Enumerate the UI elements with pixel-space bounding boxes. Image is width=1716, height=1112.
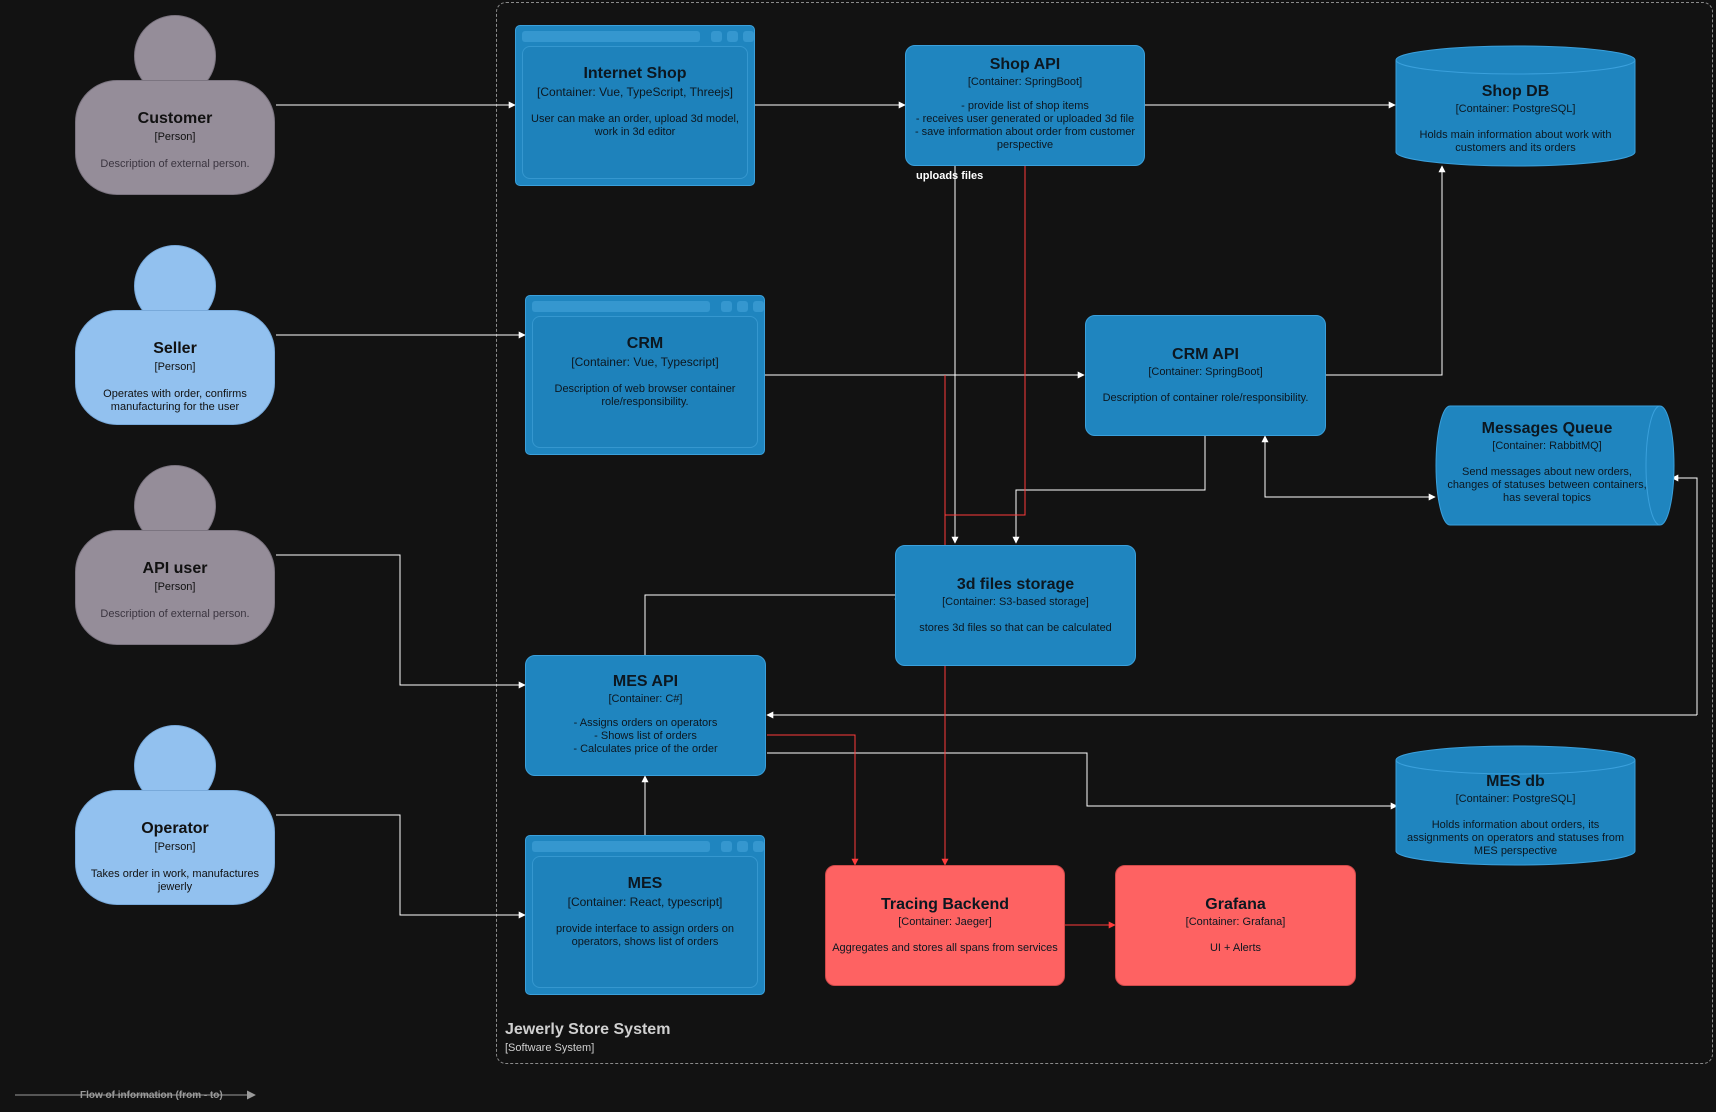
person-name: Operator [141, 820, 209, 837]
person-description: Description of external person. [100, 158, 250, 170]
person-name: API user [142, 560, 208, 577]
container-description: stores 3d files so that can be calculate… [919, 622, 1112, 634]
container-description: Aggregates and stores all spans from ser… [832, 942, 1058, 954]
container-name: Messages Queue [1481, 420, 1613, 437]
person-customer[interactable]: Customer [Person] Description of externa… [75, 15, 275, 195]
container-type: [Container: React, typescript] [567, 895, 723, 909]
container-crm[interactable]: CRM [Container: Vue, Typescript] Descrip… [525, 295, 765, 455]
container-type: [Container: C#] [608, 693, 683, 705]
edge-crm-api-files-storage [1012, 436, 1206, 544]
container-name: Tracing Backend [880, 896, 1010, 913]
container-mes[interactable]: MES [Container: React, typescript] provi… [525, 835, 765, 995]
person-name: Customer [137, 110, 213, 127]
queue-icon [1435, 405, 1675, 526]
container-description: Holds information about orders, its assi… [1406, 819, 1625, 857]
container-internet-shop[interactable]: Internet Shop [Container: Vue, TypeScrip… [515, 25, 755, 186]
container-crm-api[interactable]: CRM API [Container: SpringBoot] Descript… [1085, 315, 1326, 436]
trace-edge-shop-api [945, 166, 1026, 516]
person-name: Seller [153, 340, 197, 357]
container-description: Holds main information about work with c… [1419, 129, 1612, 154]
container-mes-api[interactable]: MES API [Container: C#] - Assigns orders… [525, 655, 766, 776]
container-name: 3d files storage [956, 576, 1075, 593]
person-description: Takes order in work, manufactures jewerl… [90, 868, 260, 893]
container-description: Description of web browser container rol… [554, 383, 736, 408]
edge-crm-api-shop-db [1326, 165, 1446, 376]
container-description: UI + Alerts [1209, 942, 1262, 954]
system-boundary-name: Jewerly Store System [505, 1021, 671, 1038]
container-description: User can make an order, upload 3d model,… [531, 113, 739, 138]
person-type: [Person] [154, 581, 196, 593]
container-name: CRM [626, 335, 664, 352]
container-name: Grafana [1205, 896, 1266, 913]
container-name: Shop DB [1481, 83, 1550, 100]
browser-bar [532, 301, 764, 312]
edge-api-user-mes-api [276, 554, 526, 689]
container-messages-queue[interactable]: Messages Queue [Container: RabbitMQ] Sen… [1435, 405, 1675, 526]
container-type: [Container: PostgreSQL] [1455, 103, 1576, 115]
container-type: [Container: PostgreSQL] [1455, 793, 1576, 805]
person-seller[interactable]: Seller [Person] Operates with order, con… [75, 245, 275, 425]
browser-bar [522, 31, 754, 42]
system-boundary [496, 2, 1713, 1064]
container-name: Internet Shop [583, 65, 687, 82]
person-description: Operates with order, confirms manufactur… [103, 388, 247, 413]
container-description: - Assigns orders on operators - Shows li… [573, 717, 718, 755]
container-type: [Container: S3-based storage] [942, 596, 1089, 608]
container-files-storage[interactable]: 3d files storage [Container: S3-based st… [895, 545, 1136, 666]
container-name: MES API [612, 673, 679, 690]
container-type: [Container: Vue, Typescript] [571, 355, 719, 369]
container-type: [Container: SpringBoot] [1148, 366, 1263, 378]
edge-mes-api-files-storage [644, 594, 902, 655]
container-name: Shop API [989, 56, 1061, 73]
container-mes-db[interactable]: MES db [Container: PostgreSQL] Holds inf… [1395, 745, 1636, 866]
container-type: [Container: Grafana] [1185, 916, 1286, 928]
container-type: [Container: Jaeger] [898, 916, 992, 928]
database-icon [1395, 745, 1636, 866]
edge-queue-crm-api [1261, 435, 1435, 498]
container-shop-db[interactable]: Shop DB [Container: PostgreSQL] Holds ma… [1395, 45, 1636, 167]
container-description: Send messages about new orders, changes … [1447, 466, 1647, 504]
database-icon [1395, 45, 1636, 167]
container-type: [Container: SpringBoot] [967, 76, 1083, 88]
person-type: [Person] [154, 361, 196, 373]
container-description: Description of container role/responsibi… [1102, 392, 1309, 404]
edge-mes-api-queue [1671, 474, 1698, 715]
legend-label: Flow of information (from - to) [80, 1090, 223, 1101]
container-name: CRM API [1172, 346, 1239, 363]
container-name: MES db [1486, 773, 1545, 790]
container-description: provide interface to assign orders on op… [556, 923, 734, 948]
container-tracing-backend[interactable]: Tracing Backend [Container: Jaeger] Aggr… [825, 865, 1065, 986]
person-type: [Person] [154, 841, 196, 853]
person-type: [Person] [154, 131, 196, 143]
person-description: Description of external person. [100, 608, 250, 620]
edge-mes-api-mes-db [767, 752, 1398, 810]
container-name: MES [627, 875, 663, 892]
container-description: - provide list of shop items - receives … [914, 100, 1136, 151]
person-operator[interactable]: Operator [Person] Takes order in work, m… [75, 725, 275, 905]
trace-edge-mes-api [767, 734, 859, 866]
edge-label-uploads-files: uploads files [916, 170, 984, 182]
person-api-user[interactable]: API user [Person] Description of externa… [75, 465, 275, 645]
edge-operator-mes [276, 814, 526, 919]
browser-bar [532, 841, 764, 852]
container-shop-api[interactable]: Shop API [Container: SpringBoot] - provi… [905, 45, 1145, 166]
system-boundary-type: [Software System] [505, 1042, 595, 1054]
container-grafana[interactable]: Grafana [Container: Grafana] UI + Alerts [1115, 865, 1356, 986]
container-type: [Container: Vue, TypeScript, Threejs] [537, 85, 733, 99]
container-type: [Container: RabbitMQ] [1492, 440, 1602, 452]
